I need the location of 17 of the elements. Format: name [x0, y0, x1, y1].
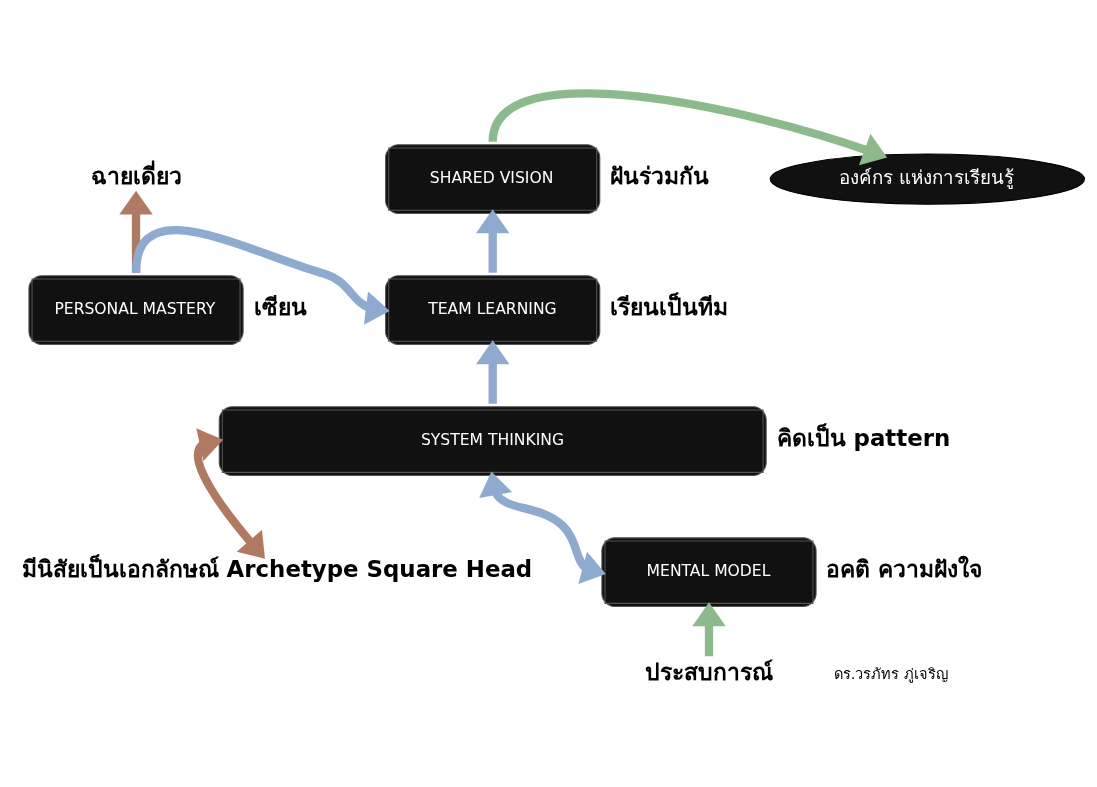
node-text: ฉายเดี่ยว [90, 162, 182, 189]
node-label: อคติ ความฝังใจ [826, 555, 983, 582]
arrow [692, 602, 726, 657]
node-label: เรียนเป็นทีม [610, 293, 729, 320]
arrow [475, 209, 510, 273]
arrow [131, 226, 390, 325]
node-label: เซียน [253, 293, 307, 320]
label: ดร.วรภัทร ภู่เจริญ [833, 664, 949, 682]
node-text: มีนิสัยเป็นเอกลักษณ์ Archetype Square Head [21, 555, 533, 582]
node-label: คิดเป็น pattern [776, 424, 951, 451]
node-text: ประสบการณ์ [644, 658, 773, 685]
arrow [488, 89, 888, 166]
node-label: ฝันร่วมกัน [610, 162, 710, 189]
arrow [479, 471, 606, 585]
arrow [193, 428, 265, 559]
node-ellipse: องค์กร แห่งการเรียนรู้ [769, 153, 1086, 205]
arrow [475, 340, 510, 404]
